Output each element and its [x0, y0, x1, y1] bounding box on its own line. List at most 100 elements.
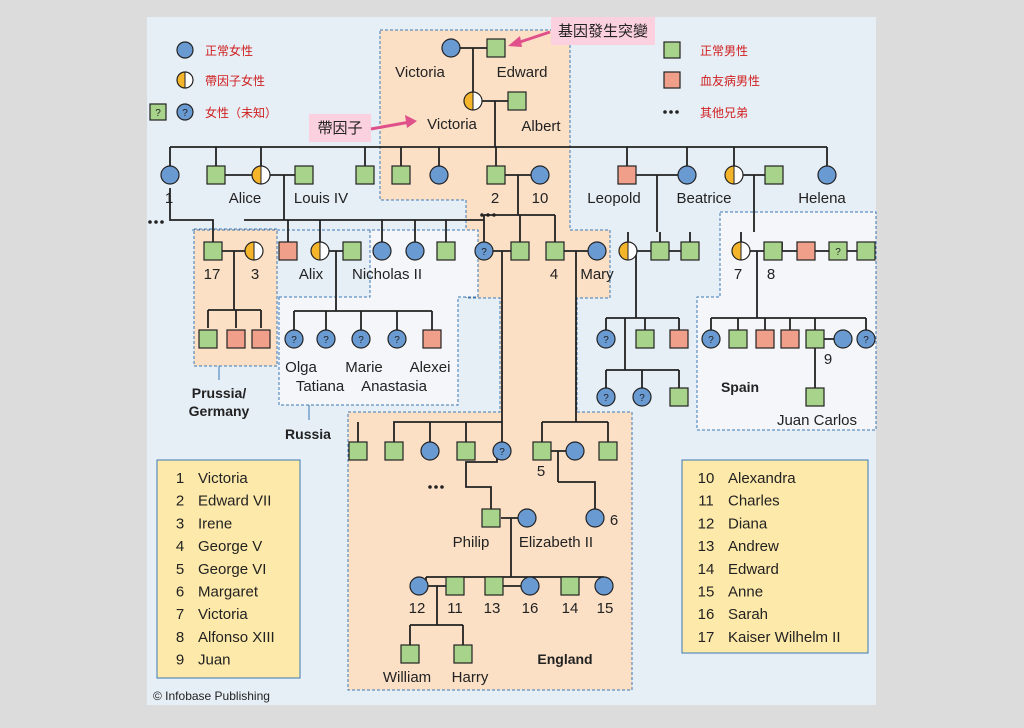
region-russia — [278, 229, 479, 406]
label-n5: 5 — [537, 463, 545, 480]
legend-unknown-female-icon — [176, 103, 194, 121]
carrier-female-symbol — [724, 165, 744, 185]
key-name: George V — [198, 538, 262, 555]
male-symbol — [560, 576, 580, 596]
key-number: 4 — [176, 538, 184, 555]
male-symbol — [650, 241, 670, 261]
unknown-mark: ? — [603, 393, 609, 404]
female-symbol — [441, 38, 461, 58]
legend-female-icon — [176, 41, 194, 59]
unknown-mark: ? — [481, 247, 487, 258]
label-nicholas: Nicholas II — [352, 266, 422, 283]
female-symbol — [420, 441, 440, 461]
female-symbol — [520, 576, 540, 596]
label-louis: Louis IV — [294, 190, 348, 207]
label-n17: 17 — [204, 266, 221, 283]
carrier-label: 帶因子 — [317, 120, 362, 137]
key-number: 8 — [176, 629, 184, 646]
key-name: Anne — [728, 584, 763, 601]
key-name: Edward VII — [198, 493, 271, 510]
male-symbol — [805, 387, 825, 407]
male-symbol — [507, 91, 527, 111]
key-name: Alfonso XIII — [198, 629, 275, 646]
hemophilia-male-symbol — [617, 165, 637, 185]
unknown-mark: ? — [291, 335, 297, 346]
carrier-female-symbol — [244, 241, 264, 261]
carrier-female-symbol — [251, 165, 271, 185]
male-symbol — [203, 241, 223, 261]
label-n15: 15 — [597, 600, 614, 617]
female-symbol — [833, 329, 853, 349]
legend-hemophilia-male: 血友病男性 — [700, 73, 760, 88]
key-name: Diana — [728, 515, 768, 532]
hemophilia-male-symbol — [669, 329, 689, 349]
region-russia-label: Russia — [285, 426, 331, 442]
key-name: Edward — [728, 561, 779, 578]
mutation-callout: 基因發生突變 — [508, 17, 655, 47]
carrier-female-symbol — [463, 91, 483, 111]
hemophilia-male-symbol — [226, 329, 246, 349]
label-victoria-sr: Victoria — [395, 64, 445, 81]
male-symbol — [805, 329, 825, 349]
female-symbol: ? — [474, 241, 494, 261]
key-number: 12 — [698, 515, 715, 532]
region-spain — [696, 211, 877, 431]
unknown-mark: ? — [394, 335, 400, 346]
label-helena: Helena — [798, 190, 846, 207]
label-beatrice: Beatrice — [676, 190, 731, 207]
male-symbol — [206, 165, 226, 185]
male-symbol — [598, 441, 618, 461]
carrier-female-symbol — [731, 241, 751, 261]
male-symbol — [510, 241, 530, 261]
key-number: 3 — [176, 515, 184, 532]
unknown-mark: ? — [835, 247, 841, 258]
label-n6: 6 — [610, 512, 618, 529]
mutation-label: 基因發生突變 — [558, 23, 648, 40]
svg-text:?: ? — [182, 108, 188, 119]
hemophilia-male-symbol — [251, 329, 271, 349]
key-box-right — [681, 459, 869, 654]
female-symbol — [160, 165, 180, 185]
label-n13: 13 — [484, 600, 501, 617]
pedigree-individuals: ???????????? — [160, 38, 876, 664]
key-name: Juan — [198, 652, 231, 669]
key-number: 1 — [176, 470, 184, 487]
label-albert: Albert — [521, 118, 561, 135]
key-name: Charles — [728, 493, 780, 510]
female-symbol: ? — [596, 387, 616, 407]
key-number: 16 — [698, 606, 715, 623]
female-symbol: ? — [284, 329, 304, 349]
region-england-label: England — [537, 651, 592, 667]
male-symbol — [545, 241, 565, 261]
male-symbol — [342, 241, 362, 261]
name-labels: Victoria Edward Victoria Albert 1 Alice … — [165, 64, 857, 686]
label-n14: 14 — [562, 600, 579, 617]
unknown-mark: ? — [358, 335, 364, 346]
label-n16: 16 — [522, 600, 539, 617]
carrier-female-symbol — [618, 241, 638, 261]
region-prussia-line1: Prussia/ — [192, 385, 247, 401]
label-leopold: Leopold — [587, 190, 640, 207]
label-n2: 2 — [491, 190, 499, 207]
key-number: 9 — [176, 652, 184, 669]
legend-normal-male: 正常男性 — [700, 44, 748, 58]
carrier-callout: 帶因子 — [309, 114, 417, 142]
female-symbol: ? — [596, 329, 616, 349]
svg-text:?: ? — [155, 108, 161, 119]
hemophilia-male-symbol — [755, 329, 775, 349]
male-symbol — [532, 441, 552, 461]
label-n7: 7 — [734, 266, 742, 283]
hemophilia-male-symbol — [780, 329, 800, 349]
key-number: 2 — [176, 493, 184, 510]
label-n9: 9 — [824, 351, 832, 368]
label-n8: 8 — [767, 266, 775, 283]
label-victoria: Victoria — [427, 116, 477, 133]
male-symbol — [728, 329, 748, 349]
key-number: 14 — [698, 561, 715, 578]
female-symbol — [517, 508, 537, 528]
label-olga: Olga — [285, 359, 317, 376]
male-symbol — [680, 241, 700, 261]
